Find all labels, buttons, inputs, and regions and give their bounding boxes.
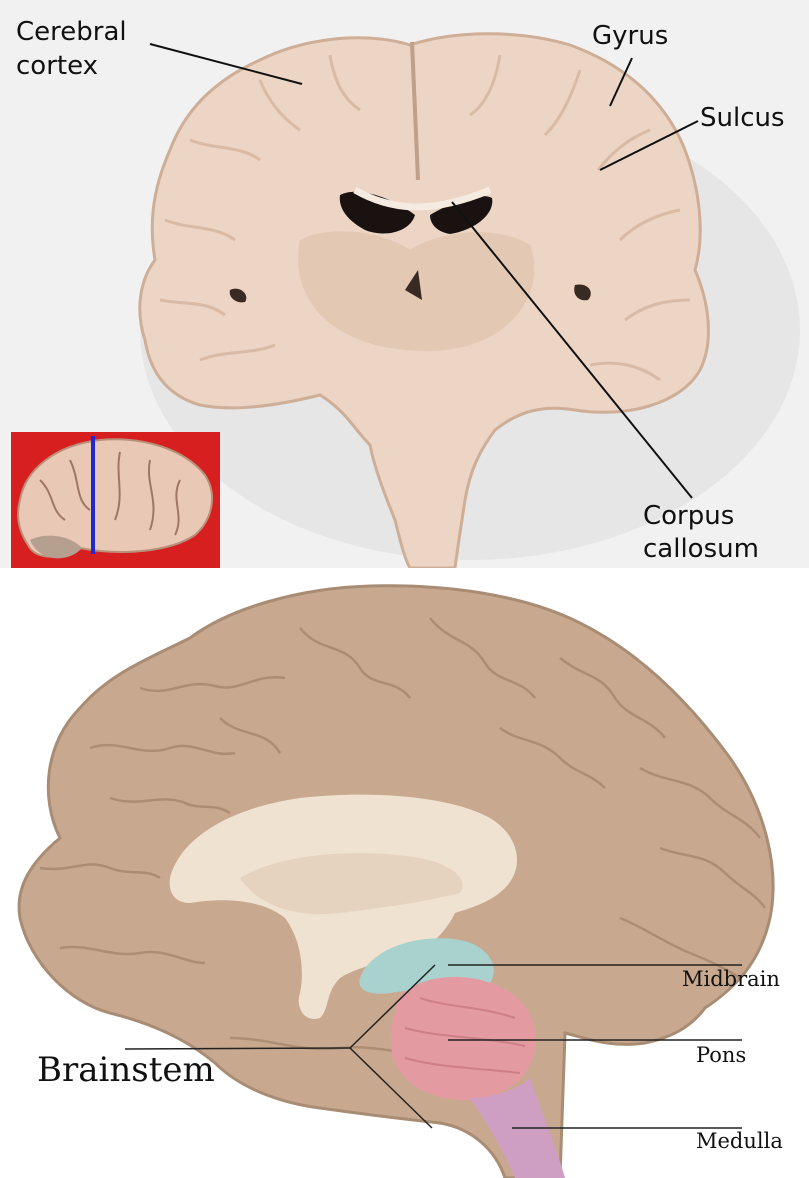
pons-label: Pons	[696, 1042, 746, 1068]
midbrain-label: Midbrain	[682, 966, 780, 992]
cerebral-cortex-label-line2: cortex	[16, 50, 98, 82]
medulla-label: Medulla	[696, 1128, 783, 1154]
corpus-callosum-label-line2: callosum	[643, 533, 759, 565]
coronal-section-photo: Cerebral cortex Gyrus Sulcus Corpus call…	[0, 0, 809, 568]
gyrus-label: Gyrus	[592, 20, 668, 52]
brainstem-pointer	[125, 1048, 350, 1049]
sulcus-label: Sulcus	[700, 102, 785, 134]
corpus-callosum-label-line1: Corpus	[643, 500, 734, 532]
pons	[391, 977, 535, 1100]
inset-brain-photo	[11, 432, 220, 568]
coronal-section-illustration	[0, 0, 809, 568]
brainstem-label: Brainstem	[37, 1050, 215, 1090]
sagittal-brain-diagram: Brainstem Midbrain Pons Medulla	[0, 568, 809, 1178]
cerebral-cortex-label-line1: Cerebral	[16, 16, 127, 48]
